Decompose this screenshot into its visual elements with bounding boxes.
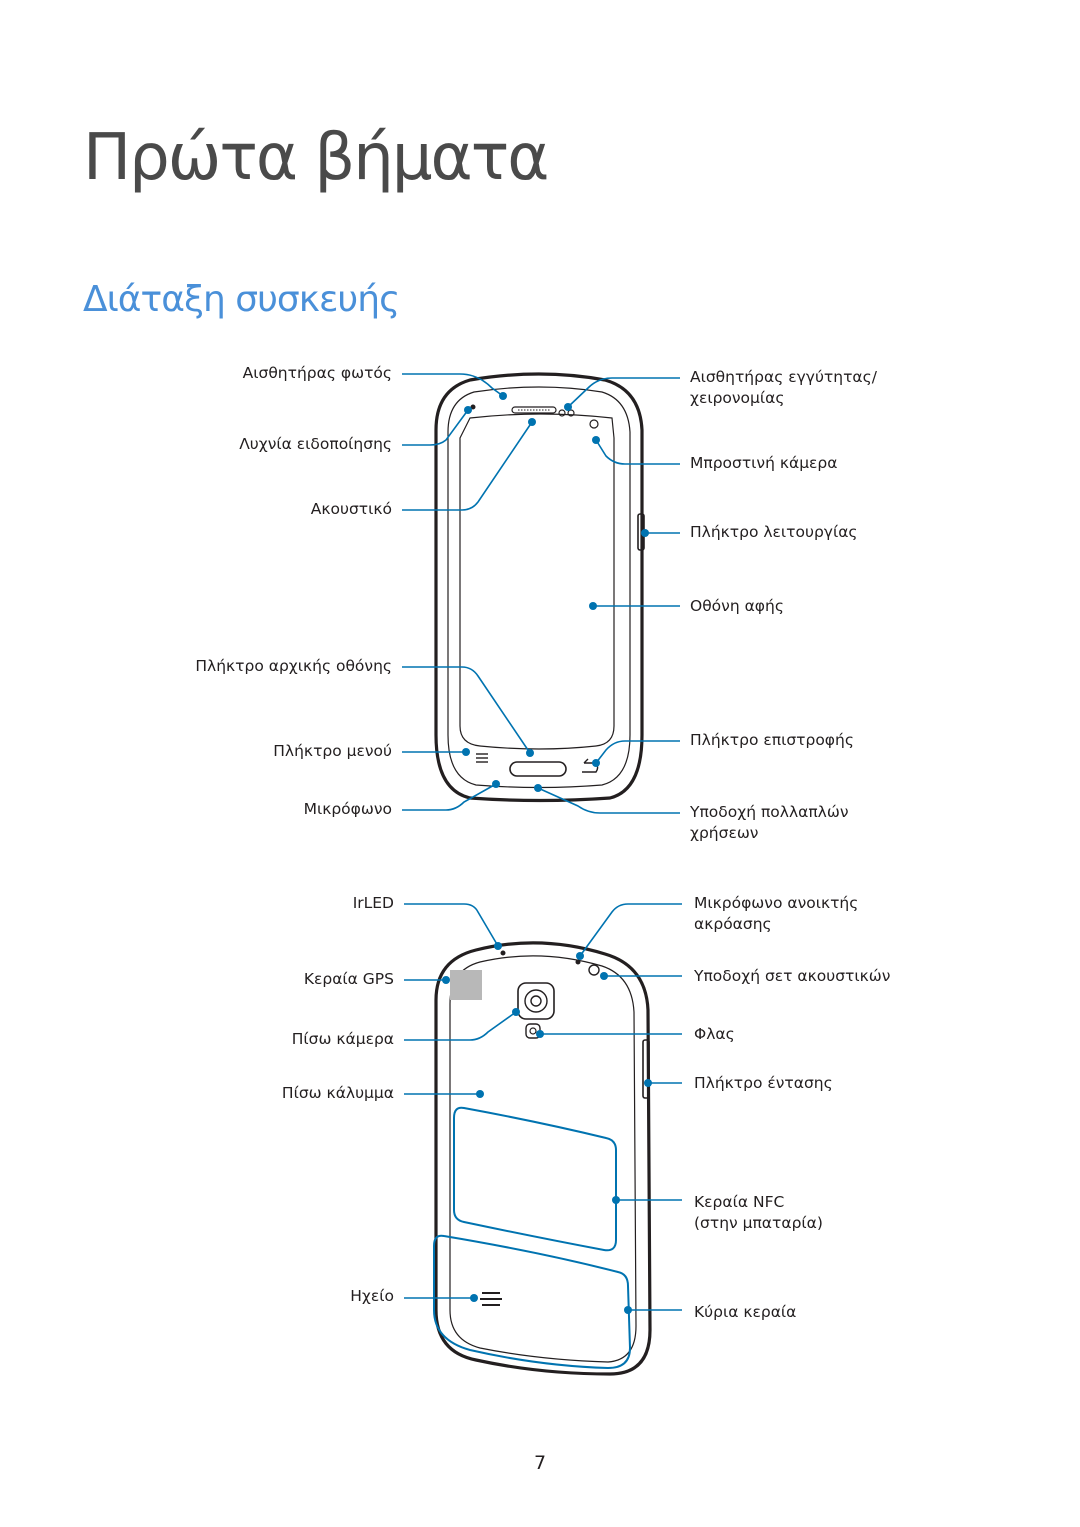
home-key-shape — [509, 761, 567, 777]
label-nfc-antenna-line1: Κεραία NFC — [694, 1193, 785, 1211]
label-rear-camera: Πίσω κάμερα — [291, 1030, 394, 1048]
label-menu-key: Πλήκτρο μενού — [273, 742, 392, 760]
rear-callout-dots — [442, 942, 652, 1314]
label-speaker-mic-line1: Μικρόφωνο ανοικτής — [694, 894, 859, 912]
label-proximity-sensor: Αισθητήρας εγγύτητας/ χειρονομίας — [690, 367, 877, 409]
gps-antenna-highlight — [450, 970, 482, 1000]
rear-outer-body — [434, 941, 652, 1376]
label-multipurpose-jack-line1: Υποδοχή πολλαπλών — [690, 803, 849, 821]
label-speaker-mic: Μικρόφωνο ανοικτής ακρόασης — [694, 893, 858, 935]
label-gps-antenna: Κεραία GPS — [303, 970, 394, 988]
front-inner-bezel — [447, 386, 631, 789]
front-screen — [459, 413, 615, 750]
section-title: Διάταξη συσκευής — [83, 279, 400, 320]
label-speaker-mic-line2: ακρόασης — [694, 915, 772, 933]
front-outer-body — [434, 372, 644, 803]
front-callout-dots — [462, 392, 649, 792]
label-front-camera: Μπροστινή κάμερα — [690, 454, 838, 472]
label-home-key: Πλήκτρο αρχικής οθόνης — [195, 657, 392, 675]
label-notification-led: Λυχνία ειδοποίησης — [239, 435, 392, 453]
label-nfc-antenna-line2: (στην μπαταρία) — [694, 1214, 823, 1232]
speaker-grille — [480, 1292, 502, 1306]
label-earpiece: Ακουστικό — [310, 500, 392, 518]
label-light-sensor: Αισθητήρας φωτός — [242, 364, 392, 382]
rear-inner-edge — [449, 955, 637, 1363]
label-multipurpose-jack-line2: χρήσεων — [690, 824, 759, 842]
front-callout-lines — [402, 373, 680, 814]
label-speaker: Ηχείο — [350, 1287, 394, 1305]
phone-rear-illustration — [434, 941, 652, 1376]
label-multipurpose-jack: Υποδοχή πολλαπλών χρήσεων — [690, 802, 848, 844]
label-power-key: Πλήκτρο λειτουργίας — [690, 523, 858, 541]
phone-front-illustration — [434, 372, 645, 803]
label-proximity-sensor-line1: Αισθητήρας εγγύτητας/ — [690, 368, 877, 386]
main-antenna-outline — [433, 1234, 632, 1370]
label-irled: IrLED — [352, 894, 394, 912]
nfc-antenna-outline — [453, 1106, 617, 1252]
page-number: 7 — [533, 1452, 547, 1474]
label-proximity-sensor-line2: χειρονομίας — [690, 389, 785, 407]
headset-jack-shape — [588, 964, 600, 976]
rear-camera-shape — [517, 982, 555, 1020]
volume-key-shape — [642, 1039, 650, 1099]
label-volume-key: Πλήκτρο έντασης — [694, 1074, 833, 1092]
rear-callout-lines — [404, 903, 682, 1311]
label-headset-jack: Υποδοχή σετ ακουστικών — [694, 967, 891, 985]
label-nfc-antenna: Κεραία NFC (στην μπαταρία) — [694, 1192, 823, 1234]
label-back-cover: Πίσω κάλυμμα — [281, 1084, 394, 1102]
label-touch-screen: Οθόνη αφής — [690, 597, 784, 615]
earpiece-grille — [511, 406, 557, 414]
label-microphone: Μικρόφωνο — [303, 800, 392, 818]
front-camera-lens — [589, 419, 599, 429]
label-main-antenna: Κύρια κεραία — [694, 1303, 797, 1321]
menu-key-icon — [476, 753, 488, 763]
label-flash: Φλας — [694, 1025, 735, 1043]
chapter-title: Πρώτα βήματα — [83, 121, 549, 195]
label-back-key: Πλήκτρο επιστροφής — [690, 731, 854, 749]
